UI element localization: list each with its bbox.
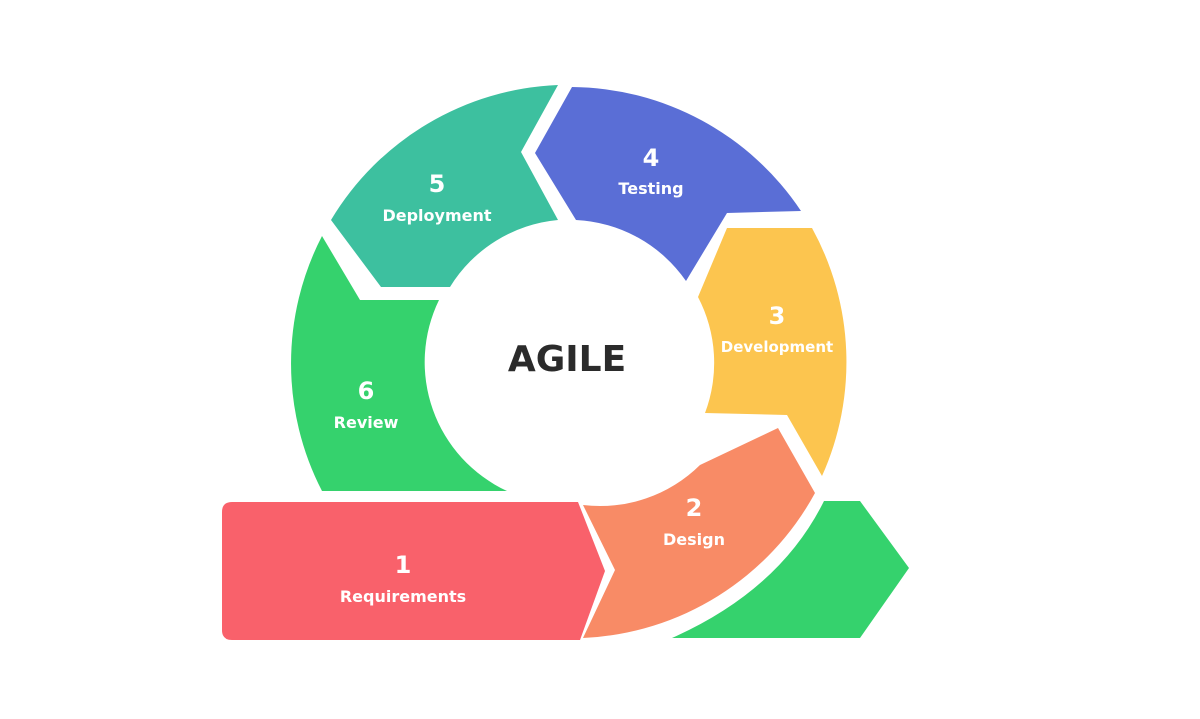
stage-label: Review xyxy=(334,413,399,432)
stage-development-shape xyxy=(698,228,847,476)
stage-design-shape xyxy=(583,428,815,638)
stage-number: 5 xyxy=(429,170,446,198)
stage-label: Testing xyxy=(618,179,683,198)
stage-deployment-shape xyxy=(331,85,558,287)
stage-label: Requirements xyxy=(340,587,466,606)
stage-label: Design xyxy=(663,530,725,549)
exit-arrow-shape xyxy=(672,501,909,638)
stage-number: 1 xyxy=(395,551,412,579)
stage-testing-shape xyxy=(535,87,801,281)
stage-label: Deployment xyxy=(382,206,491,225)
stage-review-shape xyxy=(291,236,507,491)
stage-requirements-shape xyxy=(222,502,605,640)
stage-number: 3 xyxy=(769,302,786,330)
stage-number: 2 xyxy=(686,494,703,522)
stage-number: 4 xyxy=(643,144,660,172)
center-label: AGILE xyxy=(508,339,626,380)
stage-number: 6 xyxy=(358,377,375,405)
stage-label: Development xyxy=(721,338,833,356)
